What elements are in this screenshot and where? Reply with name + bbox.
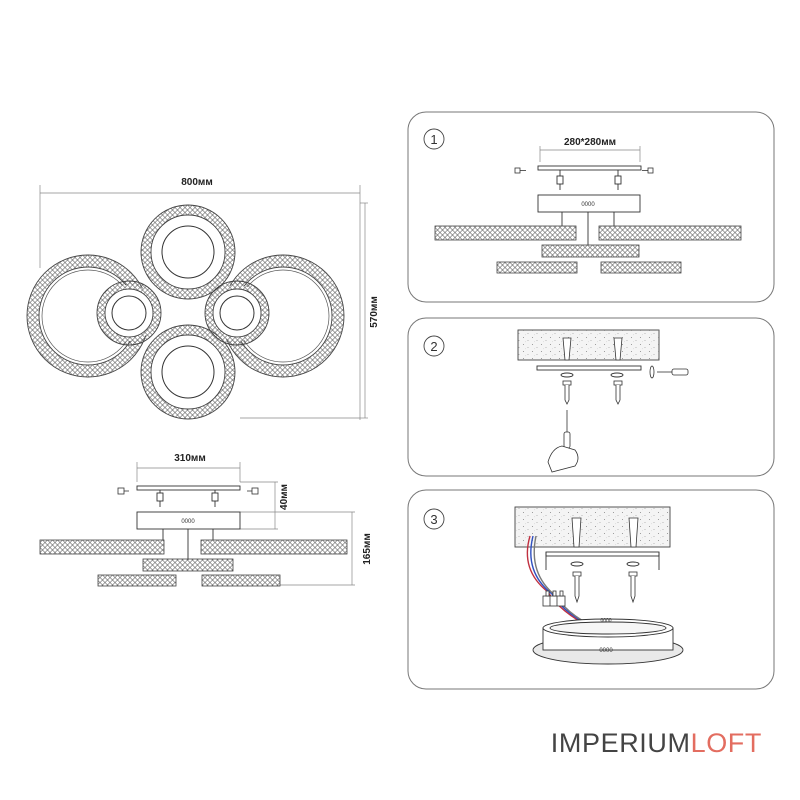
- canopy: 0000: [537, 194, 641, 245]
- wall-anchor-icon: [562, 337, 623, 361]
- step-number: 1: [430, 132, 437, 147]
- step-number: 3: [430, 512, 437, 527]
- ring-top: [140, 204, 236, 300]
- mounting-bracket: [537, 165, 642, 190]
- svg-text:0000: 0000: [600, 618, 611, 624]
- mounting-bracket: [545, 551, 660, 570]
- ring-right-small: [204, 280, 270, 346]
- mounting-bracket: [136, 485, 241, 507]
- step-2-panel: 2: [407, 317, 775, 477]
- crystal-ring-tier: [39, 539, 348, 587]
- ceiling-slab: [514, 506, 671, 548]
- screw-icon: [562, 380, 623, 405]
- side-view: 310мм 40мм 165мм 0000: [39, 453, 373, 587]
- crystal-ring-tier: [434, 225, 742, 274]
- ring-left-small: [96, 280, 162, 346]
- screw-icon: [514, 167, 654, 174]
- top-view: 800мм 570мм: [26, 177, 380, 420]
- terminal-block-icon: [542, 590, 566, 607]
- ceiling-slab: [517, 329, 660, 361]
- screwdriver-icon: [649, 365, 689, 379]
- dimension-width-side: 310мм: [174, 453, 205, 464]
- svg-text:0000: 0000: [599, 648, 613, 654]
- hand-screwdriver-icon: [547, 410, 579, 473]
- wall-anchor-icon: [571, 517, 639, 548]
- ring-bottom: [140, 324, 236, 420]
- brand-logo: IMPERIUMLOFT: [550, 728, 762, 758]
- dimension-total-height: 165мм: [362, 533, 373, 564]
- canopy: 0000: [136, 511, 241, 560]
- dimension-width-top: 800мм: [181, 177, 212, 188]
- step-3-panel: 3: [407, 489, 775, 690]
- step-number: 2: [430, 339, 437, 354]
- dimension-bracket-spacing: 280*280мм: [564, 137, 616, 148]
- canopy: 0000 0000: [532, 618, 684, 665]
- dimension-height-top: 570мм: [369, 296, 380, 327]
- screw-icon: [117, 487, 259, 495]
- svg-text:0000: 0000: [181, 519, 195, 525]
- screw-icon: [572, 571, 638, 604]
- svg-text:0000: 0000: [581, 202, 595, 208]
- step-1-panel: 1 280*280мм 0000: [407, 111, 775, 303]
- dimension-canopy-height: 40мм: [279, 484, 290, 510]
- mounting-bracket: [536, 365, 642, 378]
